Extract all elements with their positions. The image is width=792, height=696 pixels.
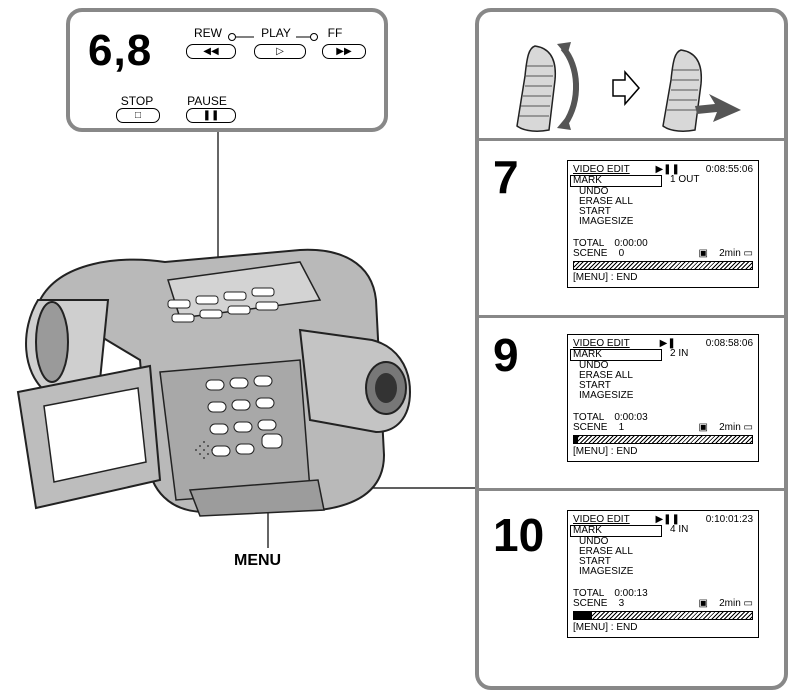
total-label: TOTAL bbox=[573, 588, 605, 599]
menu-item-start[interactable]: START bbox=[579, 206, 611, 217]
play-button[interactable]: ▷ bbox=[254, 44, 306, 59]
progress-fill bbox=[574, 436, 578, 443]
steps-panel: 7 VIDEO EDIT ▶❚❚ 0:08:55:06 MARK 1 OUT U… bbox=[475, 8, 788, 690]
status-indicator: ▶❚❚ bbox=[655, 164, 680, 175]
menu-item-erase-all[interactable]: ERASE ALL bbox=[579, 196, 633, 207]
pause-button[interactable]: ❚❚ bbox=[186, 108, 236, 123]
total-value: 0:00:13 bbox=[614, 588, 648, 599]
progress-fill bbox=[574, 612, 592, 619]
rew-button[interactable]: ◀◀ bbox=[186, 44, 236, 59]
menu-item-erase-all[interactable]: ERASE ALL bbox=[579, 370, 633, 381]
screen-title: VIDEO EDIT bbox=[573, 338, 630, 349]
menu-end-hint: [MENU] : END bbox=[573, 446, 638, 457]
panel-divider bbox=[479, 315, 784, 318]
panel-divider bbox=[479, 138, 784, 141]
stop-button[interactable]: □ bbox=[116, 108, 160, 123]
menu-item-start[interactable]: START bbox=[579, 380, 611, 391]
step-number: 7 bbox=[493, 151, 519, 203]
menu-item-undo[interactable]: UNDO bbox=[579, 360, 609, 371]
total-label: TOTAL bbox=[573, 238, 605, 249]
rew-label: REW bbox=[194, 26, 222, 40]
ff-button[interactable]: ▶▶ bbox=[322, 44, 366, 59]
menu-item-imagesize[interactable]: IMAGESIZE bbox=[579, 566, 634, 577]
menu-item-undo[interactable]: UNDO bbox=[579, 186, 609, 197]
button-callout: 6,8 REW PLAY FF ◀◀ ▷ ▶▶ STOP PAUSE □ ❚❚ bbox=[66, 8, 388, 132]
tape-icon: ▣ bbox=[698, 422, 708, 433]
menu-item-start[interactable]: START bbox=[579, 556, 611, 567]
menu-item-undo[interactable]: UNDO bbox=[579, 536, 609, 547]
battery-icon: ▭ bbox=[743, 598, 753, 609]
battery-icon: ▭ bbox=[743, 248, 753, 259]
total-value: 0:00:03 bbox=[614, 412, 648, 423]
screen-title: VIDEO EDIT bbox=[573, 164, 630, 175]
menu-item-mark[interactable]: MARK bbox=[570, 525, 662, 537]
scene-value: 3 bbox=[618, 598, 625, 609]
battery-icon: ▭ bbox=[743, 422, 753, 433]
scene-value: 1 bbox=[618, 422, 625, 433]
rew-ff-indicator-lines bbox=[228, 33, 318, 41]
step-number: 10 bbox=[493, 509, 545, 561]
menu-label: MENU bbox=[234, 552, 282, 569]
scene-progress-bar bbox=[573, 435, 753, 444]
remaining-time: 2min bbox=[719, 248, 741, 259]
mark-value: 4 IN bbox=[670, 524, 689, 535]
status-indicator: ▶❚ bbox=[659, 338, 676, 349]
remaining-time: 2min bbox=[719, 598, 741, 609]
menu-item-mark[interactable]: MARK bbox=[570, 349, 662, 361]
menu-item-erase-all[interactable]: ERASE ALL bbox=[579, 546, 633, 557]
scene-label: SCENE bbox=[573, 248, 608, 259]
step-number: 9 bbox=[493, 329, 519, 381]
scene-label: SCENE bbox=[573, 598, 608, 609]
remaining-time: 2min bbox=[719, 422, 741, 433]
menu-item-mark[interactable]: MARK bbox=[570, 175, 662, 187]
mark-value: 1 OUT bbox=[670, 174, 700, 185]
menu-end-hint: [MENU] : END bbox=[573, 622, 638, 633]
scene-progress-bar bbox=[573, 261, 753, 270]
video-edit-screen: VIDEO EDIT ▶❚❚ 0:10:01:23 MARK 4 IN UNDO… bbox=[567, 510, 759, 638]
play-label: PLAY bbox=[261, 26, 291, 40]
total-label: TOTAL bbox=[573, 412, 605, 423]
video-edit-screen: VIDEO EDIT ▶❚❚ 0:08:55:06 MARK 1 OUT UND… bbox=[567, 160, 759, 288]
panel-divider bbox=[479, 488, 784, 491]
dial-turn-press-illustration bbox=[516, 42, 741, 132]
timecode: 0:08:58:06 bbox=[705, 338, 753, 349]
scene-progress-bar bbox=[573, 611, 753, 620]
timecode: 0:10:01:23 bbox=[705, 514, 753, 525]
screen-title: VIDEO EDIT bbox=[573, 514, 630, 525]
scene-value: 0 bbox=[618, 248, 625, 259]
scene-label: SCENE bbox=[573, 422, 608, 433]
tape-icon: ▣ bbox=[698, 248, 708, 259]
total-value: 0:00:00 bbox=[614, 238, 648, 249]
stop-label: STOP bbox=[120, 94, 154, 108]
mark-value: 2 IN bbox=[670, 348, 689, 359]
pause-label: PAUSE bbox=[187, 94, 227, 108]
video-edit-screen: VIDEO EDIT ▶❚ 0:08:58:06 MARK 2 IN UNDO … bbox=[567, 334, 759, 462]
menu-item-imagesize[interactable]: IMAGESIZE bbox=[579, 390, 634, 401]
menu-end-hint: [MENU] : END bbox=[573, 272, 638, 283]
menu-item-imagesize[interactable]: IMAGESIZE bbox=[579, 216, 634, 227]
tape-icon: ▣ bbox=[698, 598, 708, 609]
ff-label: FF bbox=[327, 26, 343, 40]
status-indicator: ▶❚❚ bbox=[655, 514, 680, 525]
timecode: 0:08:55:06 bbox=[705, 164, 753, 175]
step-number-6-8: 6,8 bbox=[88, 26, 153, 75]
